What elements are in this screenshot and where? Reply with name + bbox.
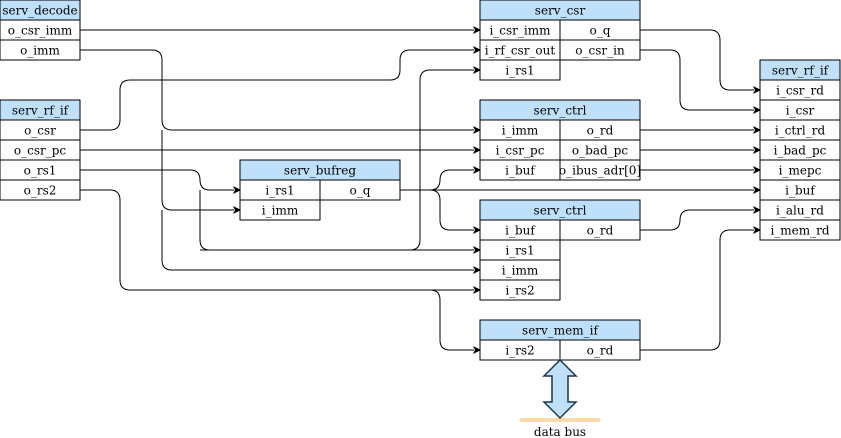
port-label: o_rs1 — [24, 164, 57, 178]
port-label: o_csr_pc — [14, 144, 67, 158]
block-serv-rf-if-left[interactable]: serv_rf_if o_csr o_csr_pc o_rs1 o_rs2 — [0, 99, 81, 201]
port-label: i_imm — [502, 124, 539, 138]
bidirectional-arrow-icon — [542, 358, 578, 420]
port-label: i_csr — [786, 104, 815, 118]
arrowheads — [233, 26, 761, 354]
wire-rs2-mem — [429, 289, 474, 351]
port-label: o_rd — [587, 344, 614, 358]
block-title: serv_bufreg — [284, 164, 356, 178]
port-label: i_imm — [262, 204, 299, 218]
block-title: serv_ctrl — [534, 204, 587, 218]
block-title: serv_rf_if — [772, 64, 830, 78]
wires — [80, 29, 754, 351]
port-label: i_buf — [785, 184, 816, 198]
port-label: i_rs1 — [265, 184, 294, 198]
wire-bufq-ctrl-b — [429, 189, 474, 231]
arrowhead — [753, 146, 761, 154]
data-bus-label: data bus — [534, 425, 586, 438]
arrowhead — [473, 266, 481, 274]
port-label: o_csr_in — [575, 44, 625, 58]
data-bus: data bus — [520, 358, 600, 438]
arrowhead — [473, 126, 481, 134]
block-title: serv_mem_if — [522, 324, 599, 338]
port-label: o_rs2 — [24, 184, 57, 198]
wire-rs2 — [80, 189, 474, 291]
wire-alu-rd — [640, 209, 754, 231]
port-label: i_imm — [502, 264, 539, 278]
port-label: o_csr_imm — [8, 24, 73, 38]
arrowhead — [753, 186, 761, 194]
port-label: i_rf_csr_out — [485, 44, 556, 58]
block-serv-ctrl-lower[interactable]: serv_ctrl i_buf o_rd i_rs1 i_imm i_rs2 — [479, 199, 641, 301]
wire-bufq-ctrl-a — [429, 169, 474, 191]
port-label: i_buf — [505, 164, 536, 178]
wire-rs1-csr — [200, 69, 474, 251]
port-label: o_q — [350, 184, 371, 198]
port-label: o_bad_pc — [572, 144, 628, 158]
arrowhead — [753, 86, 761, 94]
port-label: i_buf — [505, 224, 536, 238]
port-label: i_rs2 — [505, 344, 534, 358]
block-title: serv_decode — [2, 4, 77, 18]
port-label: o_ibus_adr[0] — [559, 164, 641, 178]
block-title: serv_csr — [535, 4, 586, 18]
block-serv-decode[interactable]: serv_decode o_csr_imm o_imm — [0, 0, 81, 61]
arrowhead — [473, 66, 481, 74]
wire-csr-in — [640, 49, 754, 111]
arrowhead — [753, 126, 761, 134]
port-label: i_csr_imm — [489, 24, 551, 38]
arrowhead — [473, 346, 481, 354]
block-serv-mem-if[interactable]: serv_mem_if i_rs2 o_rd — [479, 319, 641, 361]
port-label: o_csr — [24, 124, 56, 138]
port-label: i_csr_rd — [776, 84, 824, 98]
arrowhead — [233, 206, 241, 214]
port-label: o_rd — [587, 124, 614, 138]
wire-rf-csr — [80, 49, 474, 131]
arrowhead — [473, 26, 481, 34]
port-label: o_rd — [587, 224, 614, 238]
port-label: i_ctrl_rd — [775, 124, 826, 138]
wire-imm-bufreg — [161, 130, 234, 211]
port-label: i_alu_rd — [776, 204, 824, 218]
block-serv-bufreg[interactable]: serv_bufreg i_rs1 o_q i_imm — [239, 159, 401, 221]
wire-rs1 — [80, 169, 234, 191]
port-label: i_mem_rd — [770, 224, 829, 238]
arrowhead — [473, 166, 481, 174]
arrowhead — [753, 166, 761, 174]
arrowhead — [473, 286, 481, 294]
arrowhead — [473, 246, 481, 254]
port-label: i_rs1 — [505, 244, 534, 258]
port-label: o_imm — [20, 44, 60, 58]
arrowhead — [753, 226, 761, 234]
arrowhead — [233, 186, 241, 194]
block-serv-rf-if-right[interactable]: serv_rf_if i_csr_rd i_csr i_ctrl_rd i_ba… — [759, 59, 841, 241]
port-label: i_csr_pc — [496, 144, 545, 158]
wire-csr-q — [640, 29, 754, 91]
wire-mem-rd — [640, 229, 754, 351]
port-label: i_mepc — [779, 164, 822, 178]
arrowhead — [473, 226, 481, 234]
wire-imm-ctrl-b — [161, 210, 474, 271]
block-serv-csr[interactable]: serv_csr i_csr_imm o_q i_rf_csr_out o_cs… — [479, 0, 641, 81]
port-label: i_bad_pc — [774, 144, 827, 158]
port-label: o_q — [590, 24, 611, 38]
arrowhead — [473, 46, 481, 54]
block-serv-ctrl-upper[interactable]: serv_ctrl i_imm o_rd i_csr_pc o_bad_pc i… — [479, 99, 641, 181]
wire-imm — [80, 49, 474, 131]
block-title: serv_rf_if — [12, 104, 70, 118]
arrowhead — [473, 146, 481, 154]
block-title: serv_ctrl — [534, 104, 587, 118]
port-label: i_rs1 — [505, 64, 534, 78]
arrowhead — [753, 206, 761, 214]
arrowhead — [753, 106, 761, 114]
port-label: i_rs2 — [505, 284, 534, 298]
